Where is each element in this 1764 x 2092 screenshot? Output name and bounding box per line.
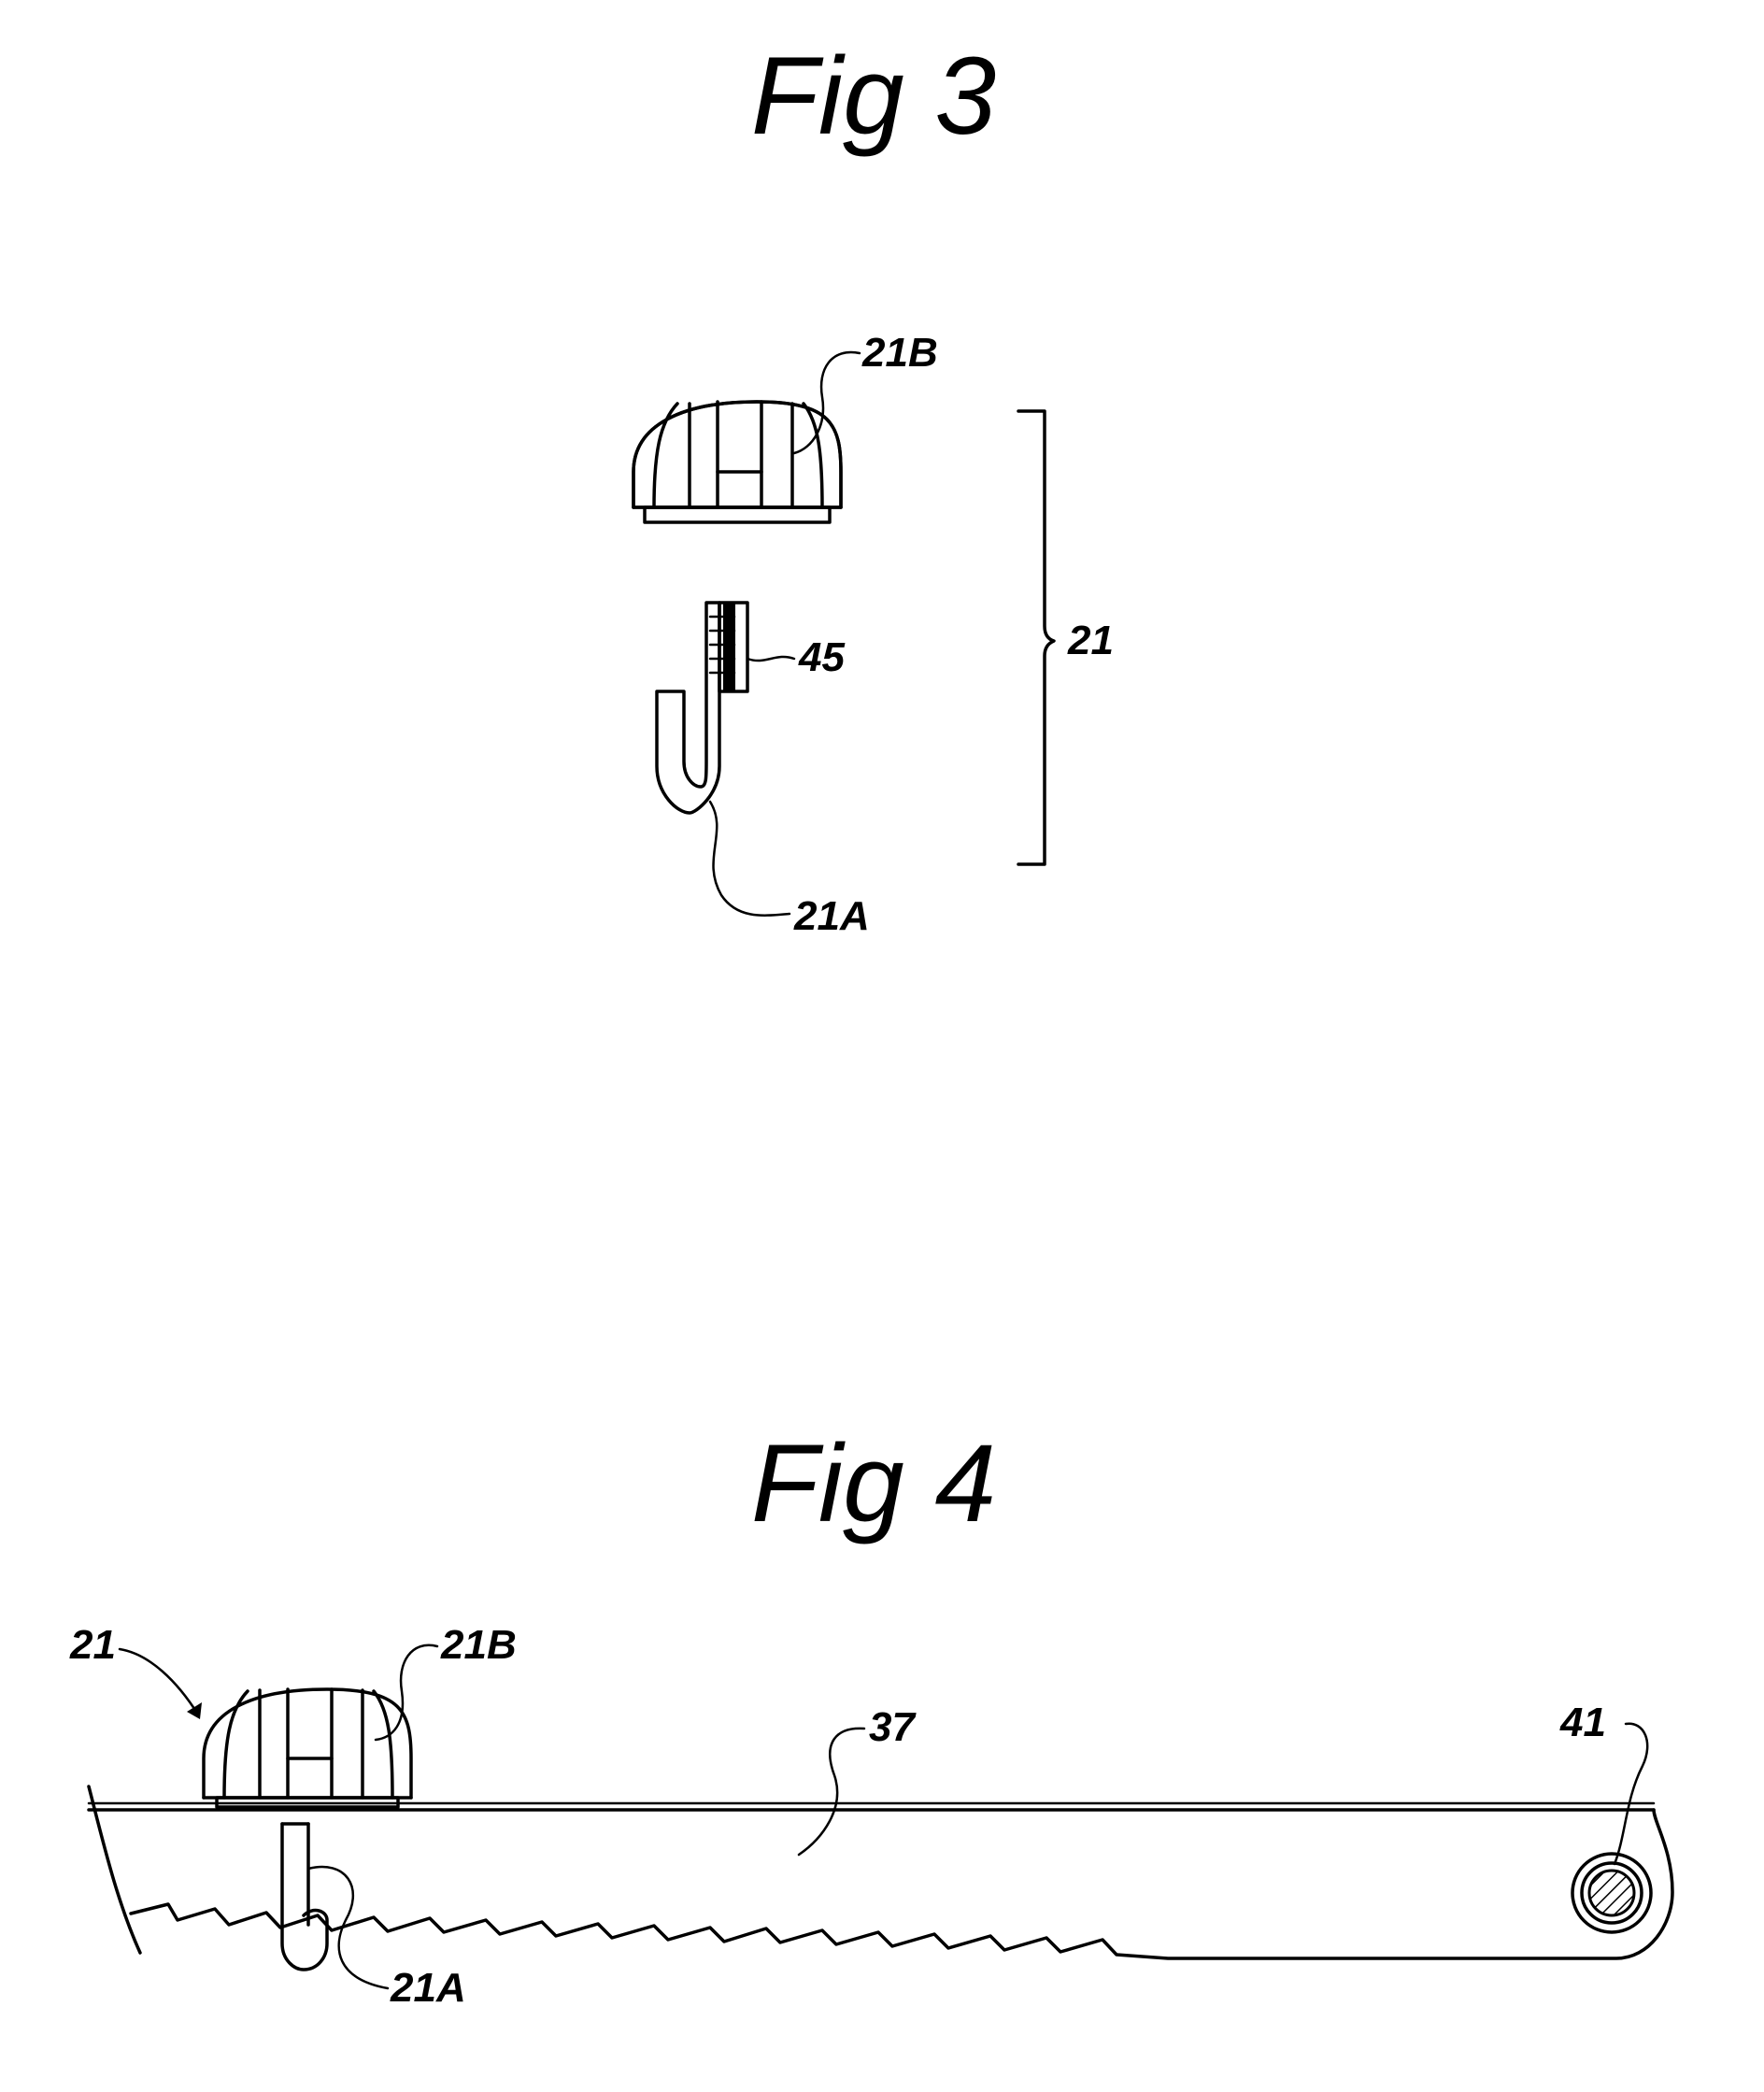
- fig-3-leader-21a: [710, 802, 790, 916]
- fig-3-label-21b: 21B: [861, 330, 938, 376]
- figure-4: Fig 4: [69, 1422, 1672, 2011]
- fig-4-label-37: 37: [869, 1704, 917, 1750]
- fig-3-label-21: 21: [1067, 618, 1114, 663]
- fig-3-label-21a: 21A: [793, 893, 870, 939]
- fig-3-label-45: 45: [798, 634, 845, 680]
- fig-4-knob-cap: [204, 1689, 411, 1807]
- fig-3-assembly-bracket: [1018, 411, 1054, 864]
- figure-3: Fig 3: [633, 35, 1114, 939]
- fig-4-label-21: 21: [69, 1622, 116, 1668]
- fig-3-knob-cap: [633, 402, 841, 522]
- fig-4-arrowhead-21: [187, 1702, 202, 1719]
- fig-4-leader-21a: [308, 1867, 388, 1988]
- fig-4-hook: [282, 1824, 327, 1970]
- fig-4-pivot: [1572, 1854, 1651, 1932]
- fig-4-arrow-21: [120, 1649, 198, 1715]
- fig-4-title: Fig 4: [751, 1422, 996, 1545]
- fig-4-leader-41: [1615, 1724, 1647, 1864]
- fig-3-leader-45: [747, 657, 794, 661]
- fig-4-label-21b: 21B: [440, 1622, 517, 1668]
- fig-4-label-41: 41: [1559, 1700, 1606, 1745]
- fig-3-hook: [657, 603, 747, 813]
- fig-4-leader-37: [799, 1729, 864, 1855]
- fig-4-label-21a: 21A: [390, 1965, 466, 2011]
- fig-3-title: Fig 3: [751, 35, 996, 158]
- fig-4-bar-toothed-edge: [131, 1810, 1672, 1958]
